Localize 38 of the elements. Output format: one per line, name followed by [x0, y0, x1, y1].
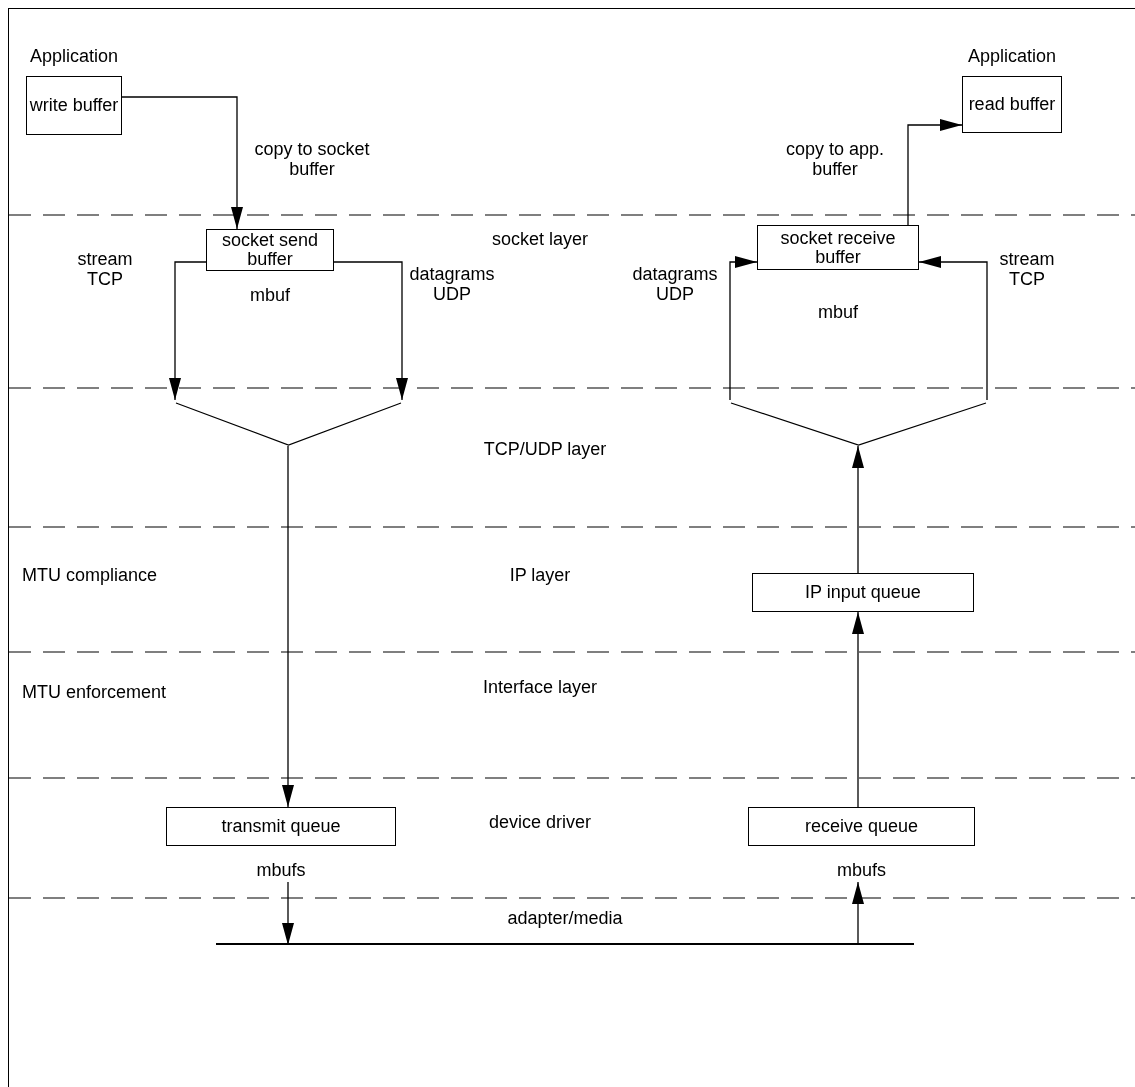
arrow	[918, 256, 988, 401]
arrow	[121, 96, 243, 230]
queue-box: IP input queue	[752, 573, 974, 612]
layer-label: MTU compliance	[22, 566, 158, 586]
arrow	[333, 261, 408, 401]
layer-label: Interface layer	[482, 678, 598, 698]
arrow	[852, 611, 864, 808]
layer-label: TCP/UDP layer	[483, 440, 607, 460]
layer-label: socket layer	[492, 230, 588, 250]
heading: Application	[967, 45, 1057, 68]
arrow	[282, 445, 294, 808]
layer-label: device driver	[489, 813, 591, 833]
edge-label: datagrams UDP	[408, 265, 496, 305]
edge-label: stream TCP	[998, 250, 1056, 290]
buffer-box: socket send buffer	[206, 229, 334, 271]
edge-label: datagrams UDP	[631, 265, 719, 305]
media-label: adapter/media	[507, 909, 623, 929]
queue-box: receive queue	[748, 807, 975, 846]
node-label: mbuf	[818, 301, 858, 324]
arrow	[282, 881, 294, 946]
node-label: mbufs	[837, 859, 886, 882]
heading: Application	[29, 45, 119, 68]
layer-label: IP layer	[509, 566, 571, 586]
node-label: mbufs	[256, 859, 306, 882]
node-label: mbuf	[250, 284, 290, 307]
layer-label: MTU enforcement	[22, 683, 167, 703]
buffer-box: write buffer	[26, 76, 122, 135]
queue-box: transmit queue	[166, 807, 396, 846]
arrow	[907, 119, 963, 226]
arrow	[852, 881, 864, 946]
buffer-box: socket receive buffer	[757, 225, 919, 270]
edge-label: stream TCP	[76, 250, 134, 290]
arrow	[852, 445, 864, 574]
edge-label: copy to app. buffer	[784, 140, 886, 180]
arrow	[169, 261, 207, 401]
buffer-box: read buffer	[962, 76, 1062, 133]
edge-label: copy to socket buffer	[253, 140, 371, 180]
arrow	[729, 256, 758, 401]
